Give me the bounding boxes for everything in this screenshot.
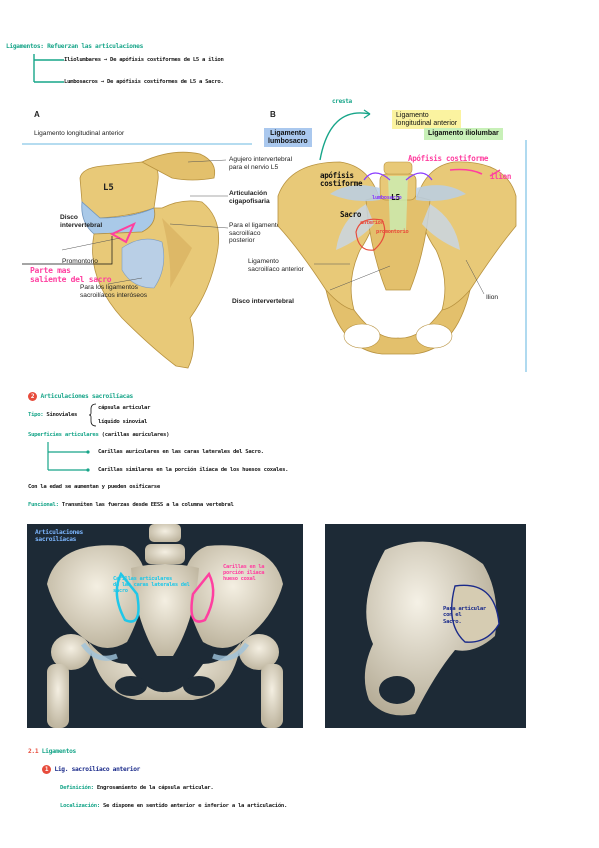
section2-number-badge: 2	[28, 392, 37, 401]
fig-b-apofisis-der: Apófisis costiforme	[408, 154, 489, 163]
fig-a-cigapofisaria: Articulación cigapofisaria	[229, 190, 270, 205]
fig-b-cresta: cresta	[332, 98, 352, 105]
fig-b-lig-lumbosacro-bubble: Ligamento lumbosacro	[264, 128, 312, 148]
fig-b-promontorio-hw: promontorio	[376, 229, 409, 235]
fig-a-disco: Disco intervertebral	[60, 214, 103, 229]
fig-a-letter: A	[34, 110, 40, 119]
section2-bracket	[47, 442, 90, 472]
photo1-right-note: Carillas en la porción ilíaca hueso coxa…	[223, 564, 265, 583]
fig-b-ll-anterior-bubble: Ligamento longitudinal anterior	[392, 110, 462, 130]
header-bracket	[33, 54, 64, 83]
section2-heading: 2 Articulaciones sacroilíacas	[28, 392, 133, 401]
fig-b-letter: B	[270, 110, 276, 119]
fig-b-ilion: Ilion	[486, 294, 499, 301]
fig-b-pelvis-drawing	[277, 140, 527, 372]
fig-b-apofisis-izq: apófisis costiforme	[320, 171, 363, 189]
fig-a-para-lig-post: Para el ligamento sacroilíaco posterior	[229, 222, 281, 245]
fig-b-lig-iliolumbar-bubble: Ligamento iliolumbar	[424, 128, 503, 140]
fig-b-sacro-ilia-ant: Ligamento sacroilíaco anterior	[248, 258, 304, 273]
photo-coxal-bone	[364, 541, 500, 716]
section21-definicion: Definición: Engrosamiento de la cápsula …	[60, 785, 214, 791]
fig-a-agujero: Agujero intervertebral para el nervio L5	[229, 156, 293, 171]
header-item-lumbosacros: Lumbosacros → De apófisis costiformes de…	[64, 79, 224, 85]
photo-pelvis-anterior: Articulaciones sacroilíacas Carillas art…	[27, 524, 303, 728]
section2-tipo: Tipo: Sinoviales	[28, 412, 78, 418]
fig-b-cresta-arrow	[319, 109, 371, 161]
photo-coxal-medial: Para articular con el Sacro.	[325, 524, 526, 728]
fig-b-lumbosacro-hw: lumbosacro	[372, 195, 402, 201]
section21-sub-badge: 1	[42, 765, 51, 774]
section21-heading: 2.1 Ligamentos	[28, 748, 76, 755]
header-item-iliolumbares: Iliolumbares → De apófisis costiformes d…	[64, 57, 224, 63]
photo1-left-note: Carillas articulares de las caras latera…	[113, 576, 190, 595]
section2-cond: Con la edad se aumentan y pueden osifica…	[28, 484, 160, 490]
fig-a-l5-label: L5	[103, 183, 114, 193]
photo1-legend: Articulaciones sacroilíacas	[35, 529, 83, 543]
photo-pelvis-bones	[47, 524, 283, 728]
fig-b-sacro: Sacro	[340, 210, 362, 219]
section21-localizacion: Localización: Se dispone en sentido ante…	[60, 803, 288, 809]
fig-b-disco: Disco intervertebral	[232, 298, 294, 305]
section2-sup2: Carillas similares en la porción ilíaca …	[98, 467, 289, 473]
fig-a-ll-anterior: Ligamento longitudinal anterior	[34, 130, 125, 137]
section21-sub: 1 Lig. sacroilíaco anterior	[42, 765, 140, 774]
section2-tipo-1: cápsula articular	[98, 405, 151, 411]
fig-a-spine-drawing	[22, 143, 252, 369]
section2-superficies: Superficies articulares (carillas auricu…	[28, 432, 170, 438]
section2-funcional: Funcional: Transmiten las fuerzas desde …	[28, 502, 234, 508]
fig-b-l5: L5	[391, 193, 401, 202]
fig-a-promontorio: Promontorio	[62, 258, 98, 265]
section2-tipo-brace	[88, 403, 97, 427]
ligamentos-heading: Ligamentos: Refuerzan las articulaciones	[6, 43, 144, 50]
fig-b-ilion-hw: ilion	[490, 172, 512, 181]
photo2-note: Para articular con el Sacro.	[443, 606, 486, 625]
fig-b-anterior-hw: anterior	[360, 220, 384, 226]
fig-a-para-lig-int: Para los ligamentos sacroilíacos interós…	[80, 284, 148, 299]
section2-tipo-2: líquido sinovial	[98, 419, 148, 425]
fig-a-note: Parte mas saliente del sacro	[30, 266, 112, 285]
section2-sup1: Carillas auriculares en las caras latera…	[98, 449, 264, 455]
